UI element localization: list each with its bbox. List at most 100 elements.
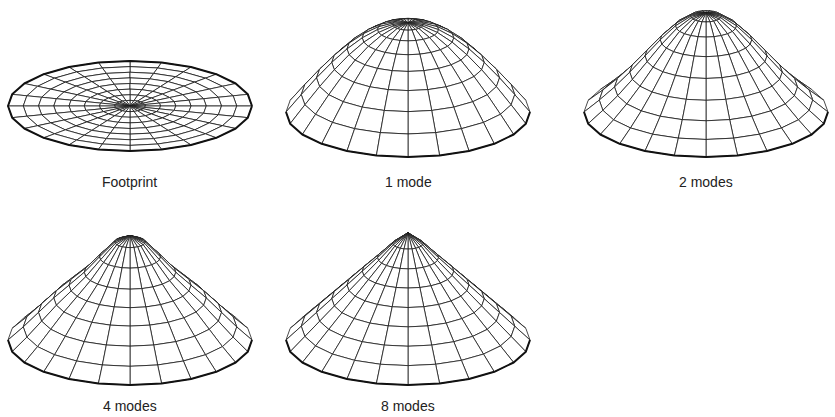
mesh-face [432, 107, 462, 133]
mesh-face [145, 103, 161, 106]
wireframe-surface [584, 11, 828, 157]
mesh-face [122, 236, 130, 248]
mesh-face [428, 323, 454, 345]
mesh-face [660, 97, 686, 120]
mesh-face [408, 345, 436, 366]
mesh-face [408, 54, 424, 71]
mesh-face [362, 323, 388, 345]
mesh-face [695, 13, 706, 21]
mesh-face [150, 322, 176, 345]
mesh-face [84, 322, 110, 345]
mesh-face [126, 106, 130, 112]
mesh-face [706, 13, 717, 21]
surface-caption: 4 modes [103, 398, 157, 415]
mesh-face [400, 30, 408, 41]
mesh-face [400, 249, 408, 269]
mesh-face [118, 268, 130, 289]
mesh-face [130, 247, 138, 268]
mesh-face [106, 325, 130, 346]
mesh-face [189, 99, 206, 106]
mesh-face [130, 106, 134, 112]
mesh-face [706, 37, 718, 57]
mesh-face [706, 22, 714, 37]
mesh-face [408, 40, 420, 54]
mesh-face [355, 107, 385, 133]
mesh-face [102, 345, 130, 366]
mesh-face [69, 100, 86, 106]
mesh-face [118, 117, 130, 123]
wireframe-surface [8, 61, 252, 151]
mesh-face [698, 13, 706, 22]
mesh-face [726, 97, 752, 120]
mesh-face [122, 106, 130, 111]
mesh-face [159, 102, 175, 106]
mesh-face [400, 23, 408, 30]
mesh-face [702, 13, 706, 22]
base-rim [286, 340, 530, 385]
mesh-face [392, 288, 408, 308]
mesh-face [408, 71, 428, 91]
mesh-face [39, 97, 57, 106]
mesh-face [408, 23, 419, 30]
mesh-face [84, 102, 100, 106]
mesh-face [408, 133, 440, 157]
mesh-face [119, 236, 130, 247]
mesh-face [428, 87, 454, 111]
mesh-face [174, 100, 191, 106]
mesh-face [362, 87, 388, 111]
mesh-face [130, 268, 142, 289]
mesh-face [674, 138, 706, 157]
mesh-face [408, 364, 440, 385]
mesh-face [408, 233, 419, 249]
mesh-face [380, 110, 408, 133]
mesh-face [706, 13, 714, 22]
mesh-face [397, 23, 408, 30]
mesh-face [114, 289, 130, 308]
surface-caption: 8 modes [381, 398, 435, 415]
mesh-face [408, 90, 432, 112]
mesh-face [706, 99, 730, 120]
mesh-face [130, 117, 142, 123]
wireframe-surface [286, 18, 530, 157]
mesh-face [130, 307, 150, 326]
mesh-face [678, 120, 706, 140]
mesh-face [404, 23, 408, 30]
mesh-face [130, 106, 138, 111]
surface-caption: Footprint [102, 174, 157, 191]
mesh-face [130, 325, 154, 346]
mesh-face [408, 23, 412, 30]
mesh-face [130, 103, 145, 106]
mesh-face [408, 30, 416, 41]
mesh-face [392, 54, 408, 71]
mesh-face [100, 103, 116, 106]
mesh-face [682, 99, 706, 120]
mesh-face [396, 40, 408, 54]
wireframe-surface [286, 233, 530, 385]
mesh-face [115, 103, 130, 106]
mesh-face [706, 13, 710, 22]
mesh-face [408, 326, 432, 346]
mesh-face [130, 236, 134, 248]
mesh-face [130, 236, 138, 248]
surface-caption: 2 modes [679, 174, 733, 191]
mesh-face [408, 288, 424, 308]
mesh-face [400, 233, 408, 249]
mesh-face [694, 37, 706, 57]
mesh-face [130, 289, 146, 308]
mesh-face [110, 307, 130, 326]
mesh-face [126, 236, 130, 248]
base-rim [8, 61, 252, 151]
mesh-face [388, 71, 408, 91]
mesh-face [408, 110, 436, 133]
mesh-face [122, 247, 130, 268]
mesh-face [130, 236, 141, 247]
mesh-face [98, 365, 130, 385]
mesh-face [388, 307, 408, 327]
base-rim [8, 340, 252, 385]
mesh-face [706, 56, 722, 78]
mesh-face [376, 364, 408, 385]
mesh-face [404, 233, 408, 249]
mesh-face [706, 78, 726, 101]
mesh-face [698, 22, 706, 37]
